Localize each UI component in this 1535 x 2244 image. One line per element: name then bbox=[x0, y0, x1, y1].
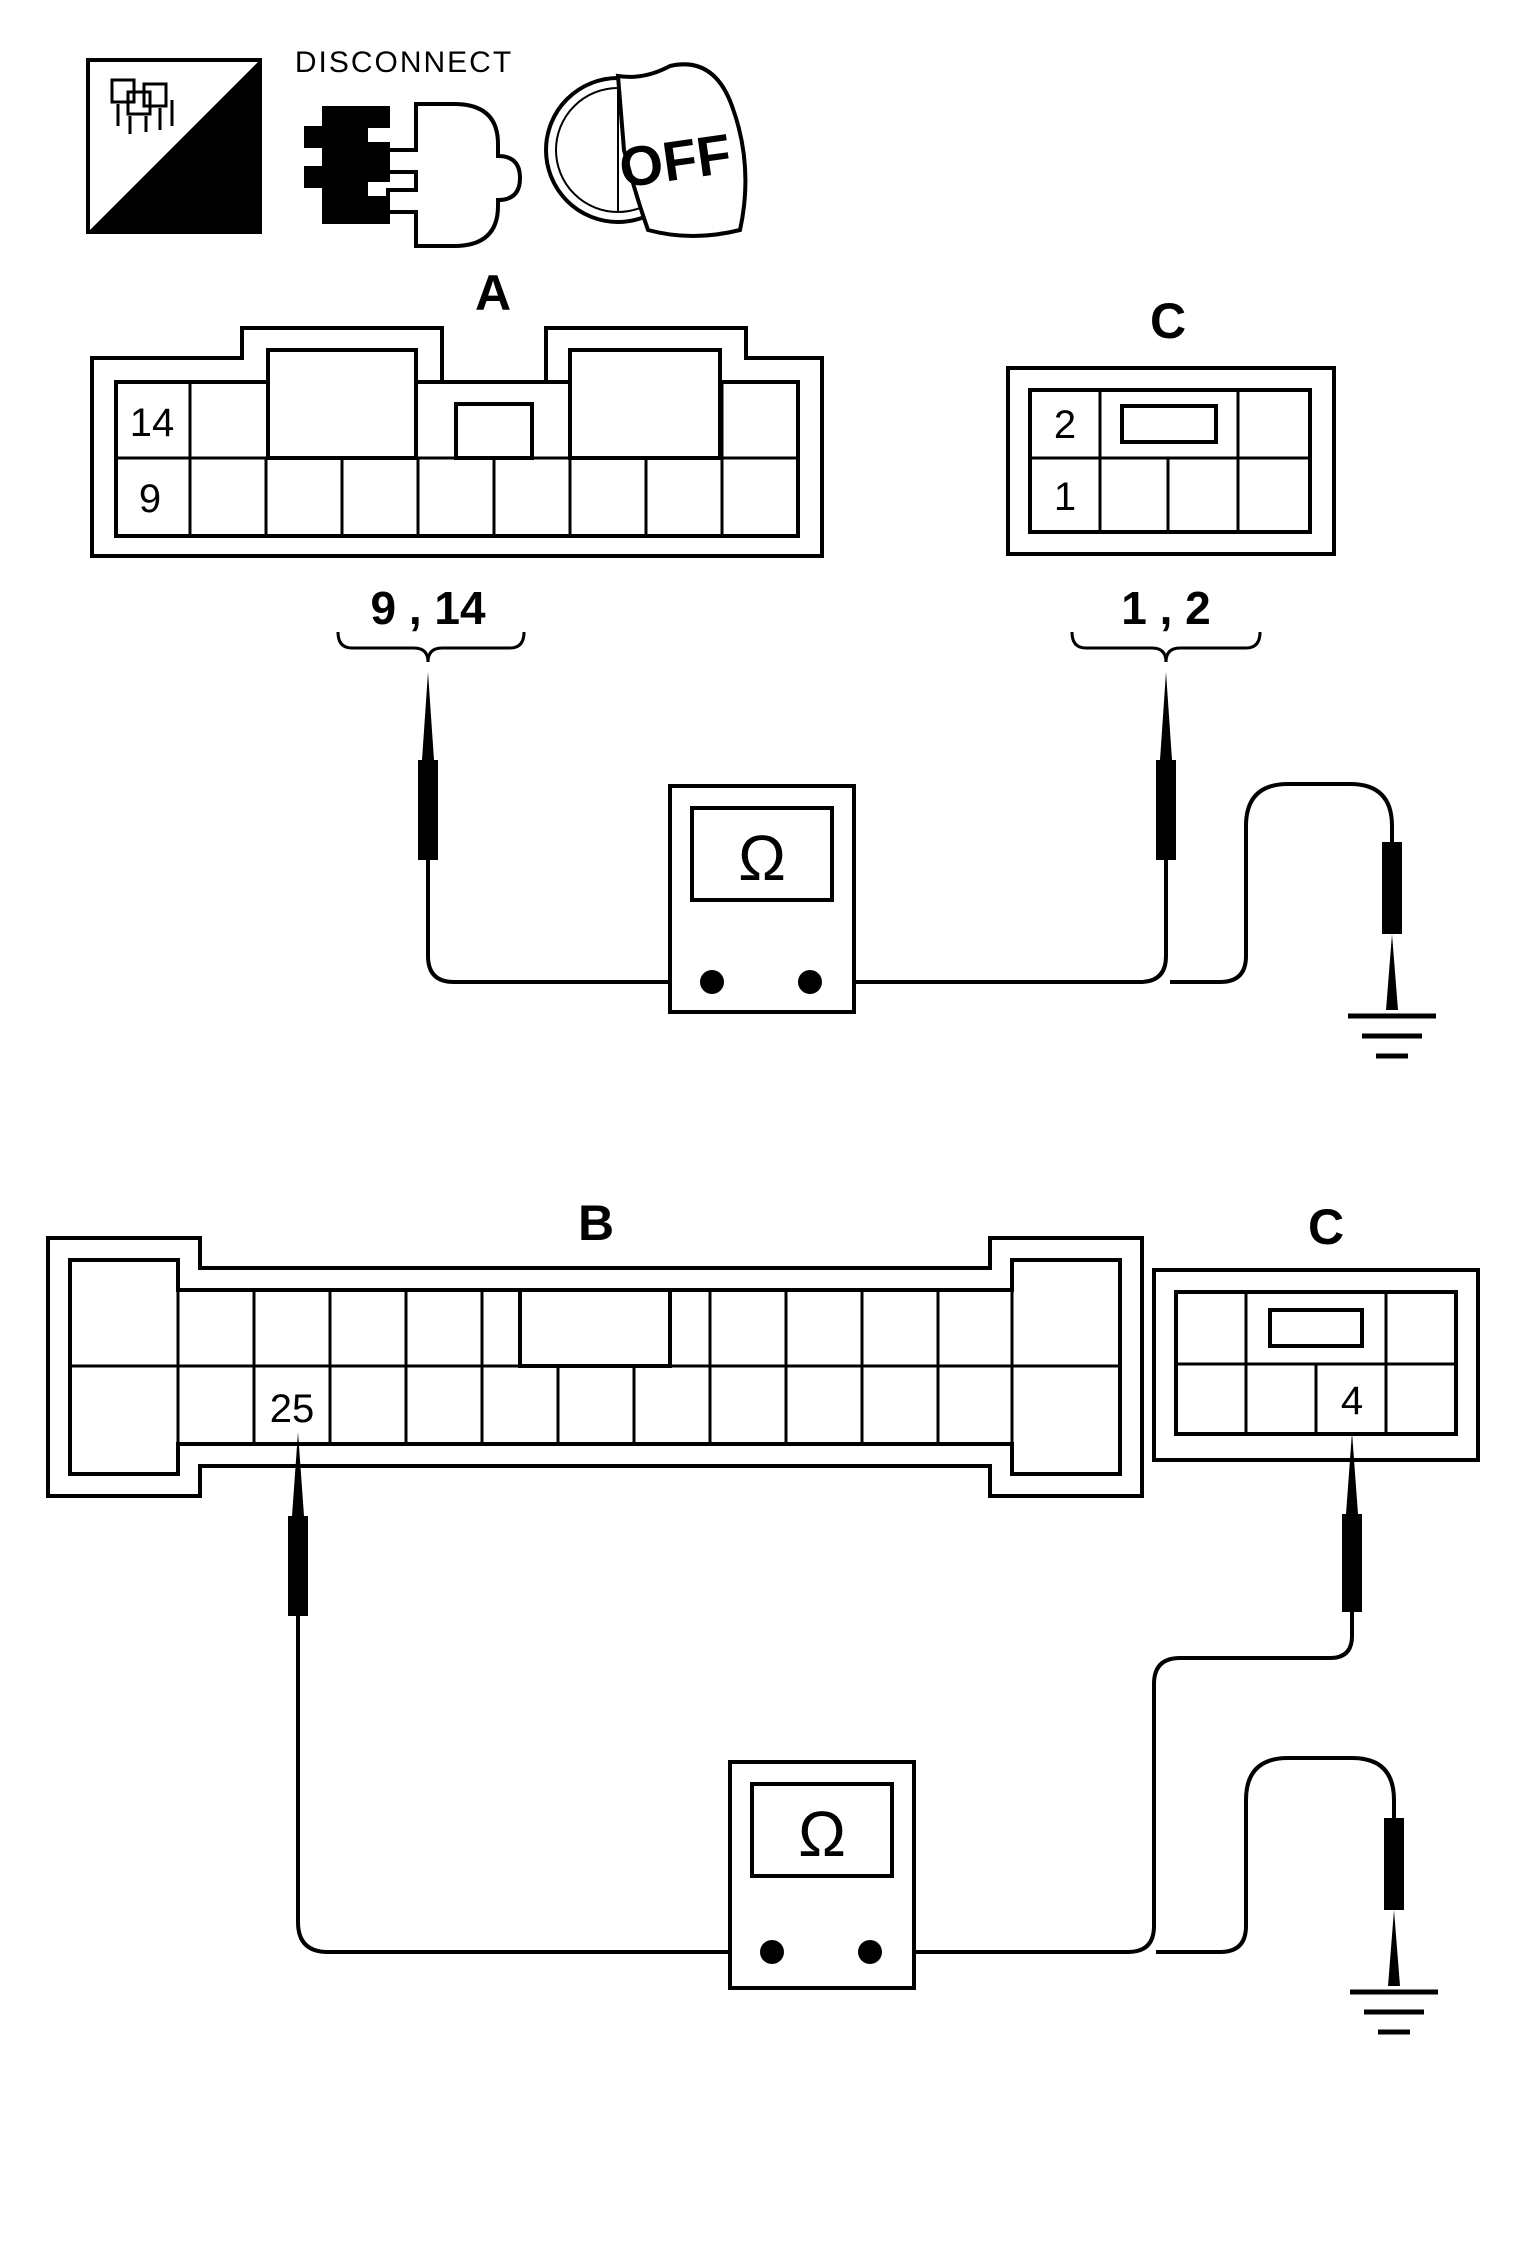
connector-c-bottom-label: C bbox=[1308, 1199, 1344, 1255]
ignition-off-icon: OFF bbox=[544, 62, 748, 238]
connector-a-label: A bbox=[475, 265, 511, 321]
probe-left-top bbox=[418, 672, 708, 984]
connector-a-pin-9: 9 bbox=[139, 477, 161, 521]
connector-c-top-pin-2: 2 bbox=[1054, 403, 1076, 447]
ohmmeter-top-terminal-right bbox=[798, 970, 822, 994]
connector-a: A 14 9 bbox=[90, 265, 824, 558]
connector-c-top: C 2 1 bbox=[1006, 293, 1336, 556]
probe-label-a: 9 , 14 bbox=[370, 582, 486, 634]
brace-a bbox=[336, 631, 526, 663]
ohmmeter-top: Ω bbox=[668, 784, 856, 1014]
ohmmeter-bottom-terminal-left bbox=[760, 1940, 784, 1964]
probe-label-c: 1 , 2 bbox=[1121, 582, 1211, 634]
ohmmeter-top-symbol: Ω bbox=[738, 822, 786, 894]
connector-b-label: B bbox=[578, 1195, 614, 1251]
connector-b: B 25 bbox=[46, 1195, 1144, 1498]
brace-c bbox=[1070, 631, 1262, 663]
harness-side-icon: H.S. bbox=[86, 58, 262, 234]
ohmmeter-bottom-terminal-right bbox=[858, 1940, 882, 1964]
disconnect-icon: DISCONNECT bbox=[295, 46, 523, 248]
ground-lead-bottom bbox=[1156, 1756, 1438, 2035]
ohmmeter-top-terminal-left bbox=[700, 970, 724, 994]
connector-c-bottom-pin-4: 4 bbox=[1341, 1379, 1363, 1423]
probe-right-top bbox=[810, 672, 1176, 984]
connector-c-top-pin-1: 1 bbox=[1054, 475, 1076, 519]
ohmmeter-bottom: Ω bbox=[728, 1760, 916, 1990]
ohmmeter-bottom-symbol: Ω bbox=[798, 1798, 846, 1870]
probe-left-bottom bbox=[288, 1432, 770, 1954]
hs-label: H.S. bbox=[155, 176, 244, 228]
ground-symbol-top bbox=[1348, 1013, 1436, 1059]
ignition-off-label: OFF bbox=[615, 122, 735, 200]
connector-c-top-label: C bbox=[1150, 293, 1186, 349]
ground-lead-top bbox=[1170, 782, 1436, 1059]
probe-right-bottom bbox=[868, 1432, 1362, 1954]
disconnect-label: DISCONNECT bbox=[295, 46, 513, 79]
connector-a-pin-14: 14 bbox=[130, 401, 175, 445]
connector-b-pin-25: 25 bbox=[270, 1387, 315, 1431]
ground-symbol-bottom bbox=[1350, 1989, 1438, 2035]
connector-c-bottom: C 4 bbox=[1152, 1199, 1480, 1462]
